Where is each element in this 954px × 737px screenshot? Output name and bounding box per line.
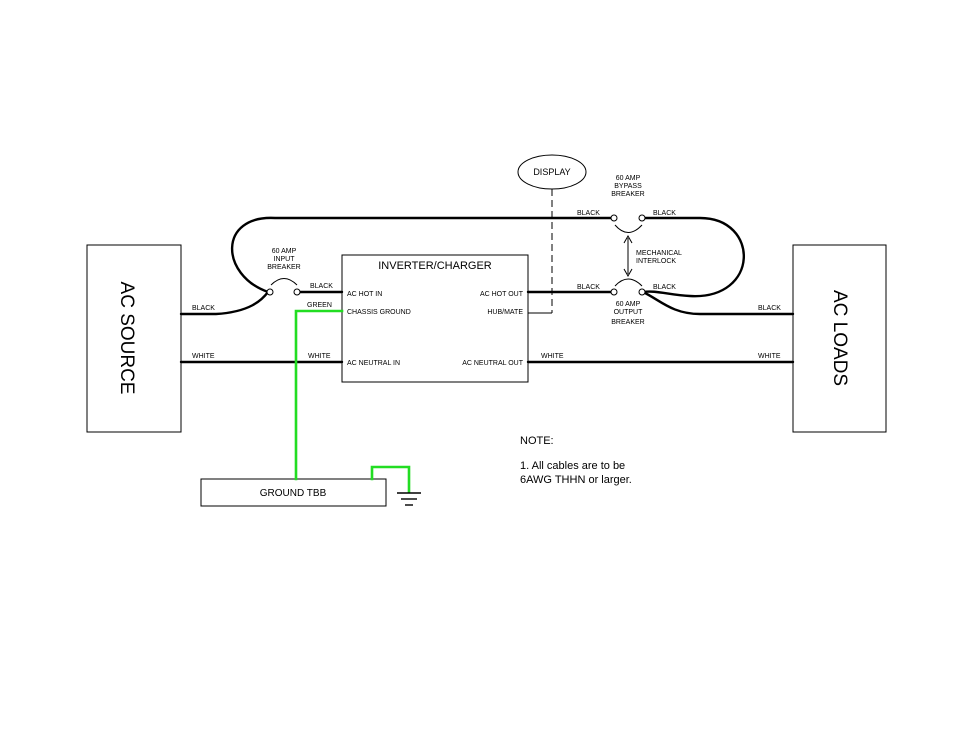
svg-text:BREAKER: BREAKER (267, 264, 300, 271)
svg-text:60 AMP: 60 AMP (616, 301, 641, 308)
inverter-charger-title: INVERTER/CHARGER (378, 260, 492, 272)
label-white-neutral-out: WHITE (541, 353, 564, 360)
terminal-ac-neutral-out: AC NEUTRAL OUT (462, 360, 524, 367)
label-black-bypass-in: BLACK (577, 210, 600, 217)
earth-ground-icon (397, 492, 421, 506)
label-black-source: BLACK (192, 305, 215, 312)
note-line-1: 1. All cables are to be (520, 460, 625, 472)
label-black-bypass-out: BLACK (653, 210, 676, 217)
label-black-output-out: BLACK (653, 284, 676, 291)
ac-loads-box: AC LOADS (792, 244, 887, 433)
inverter-charger-box: INVERTER/CHARGER AC HOT IN CHASSIS GROUN… (341, 254, 529, 383)
ground-wire-earth (370, 465, 411, 494)
svg-text:MECHANICAL: MECHANICAL (636, 250, 682, 257)
svg-text:BREAKER: BREAKER (611, 319, 644, 326)
wire-bypass-loop-right (641, 216, 745, 298)
input-breaker: 60 AMP INPUT BREAKER (266, 248, 301, 296)
ground-tbb-label: GROUND TBB (260, 488, 327, 499)
label-white-loads: WHITE (758, 353, 781, 360)
ground-wire-chassis (294, 309, 344, 481)
svg-text:60 AMP: 60 AMP (616, 175, 641, 182)
note-line-2: 6AWG THHN or larger. (520, 474, 632, 486)
svg-text:INPUT: INPUT (274, 256, 296, 263)
output-breaker: 60 AMP OUTPUT BREAKER (610, 278, 646, 326)
label-black-ac-hot-in: BLACK (310, 283, 333, 290)
note-block: NOTE: 1. All cables are to be 6AWG THHN … (520, 435, 632, 486)
label-white-source: WHITE (192, 353, 215, 360)
note-heading: NOTE: (520, 435, 554, 447)
terminal-ac-neutral-in: AC NEUTRAL IN (347, 360, 400, 367)
display-label: DISPLAY (533, 167, 570, 177)
label-black-output-in: BLACK (577, 284, 600, 291)
ground-tbb-box: GROUND TBB (200, 478, 387, 507)
svg-text:60 AMP: 60 AMP (272, 248, 297, 255)
display-ellipse: DISPLAY (517, 154, 587, 190)
terminal-ac-hot-in: AC HOT IN (347, 291, 382, 298)
wire-source-to-input-breaker (179, 290, 270, 316)
wire-bypass-loop-left (231, 216, 614, 294)
svg-text:OUTPUT: OUTPUT (614, 309, 644, 316)
terminal-ac-hot-out: AC HOT OUT (480, 291, 524, 298)
ac-loads-label: AC LOADS (829, 290, 850, 386)
terminal-hub-mate: HUB/MATE (487, 309, 523, 316)
terminal-chassis-ground: CHASSIS GROUND (347, 309, 411, 316)
svg-text:INTERLOCK: INTERLOCK (636, 258, 676, 265)
label-black-loads: BLACK (758, 305, 781, 312)
mechanical-interlock: MECHANICAL INTERLOCK (623, 234, 682, 278)
wire-output-breaker-to-loads (641, 290, 795, 316)
label-white-neutral-in: WHITE (308, 353, 331, 360)
svg-text:BREAKER: BREAKER (611, 191, 644, 198)
label-green-chassis: GREEN (307, 302, 332, 309)
bypass-breaker: 60 AMP BYPASS BREAKER (610, 175, 646, 233)
ac-source-box: AC SOURCE (86, 244, 182, 433)
svg-text:BYPASS: BYPASS (614, 183, 642, 190)
ac-source-label: AC SOURCE (116, 282, 137, 395)
